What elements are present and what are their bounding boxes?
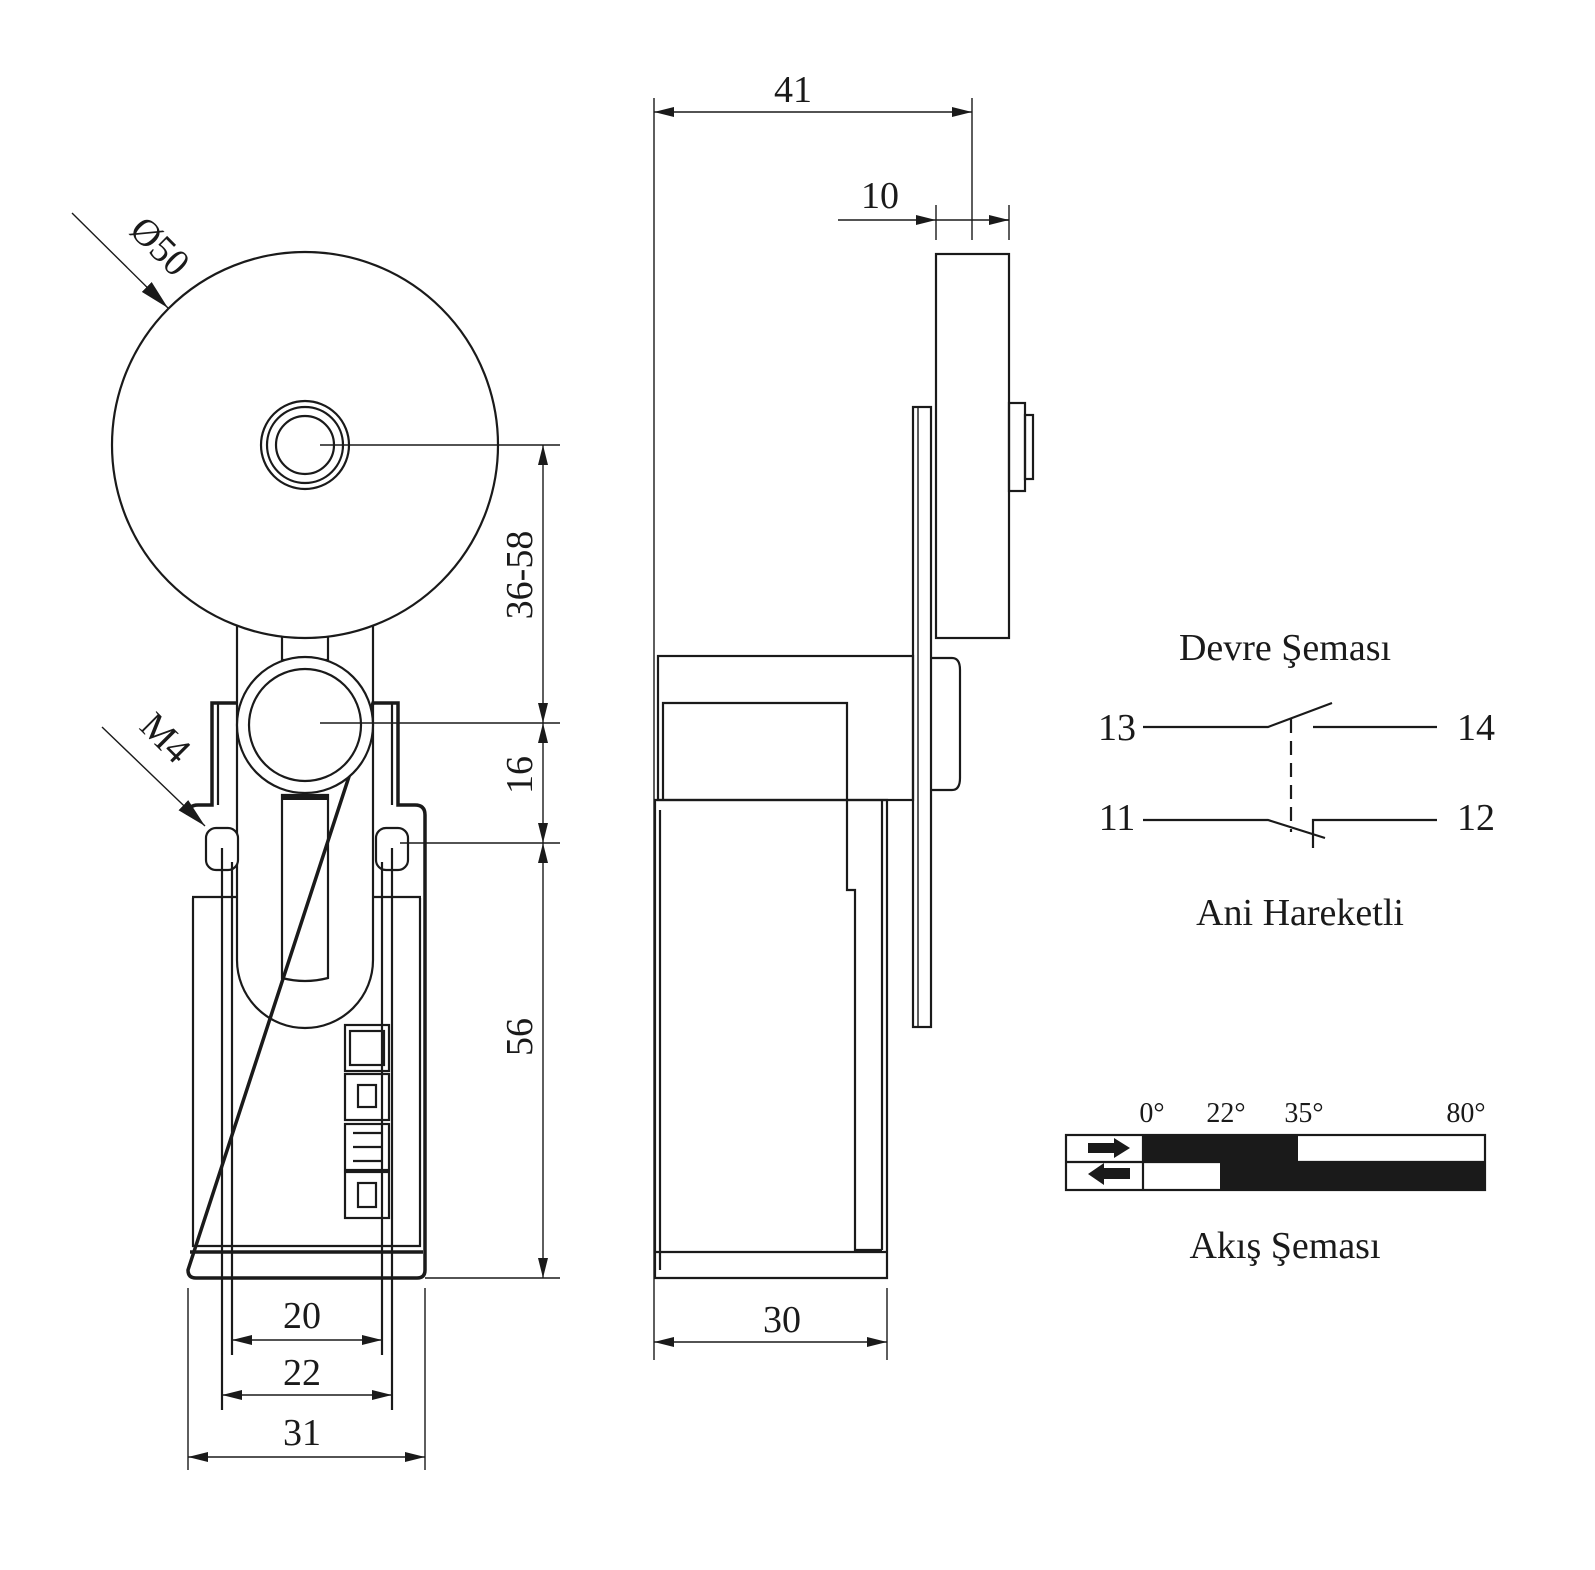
wheel-side [934, 252, 1011, 640]
body-width-label: 31 [283, 1412, 321, 1454]
circuit-title: Devre Şeması [1179, 627, 1391, 669]
terminal-11: 11 [1099, 797, 1136, 839]
arrow-right-icon [1088, 1138, 1130, 1158]
angle-label-35: 35° [1284, 1098, 1323, 1129]
flow-diagram: 0° 22° 35° 80° Akış Şeması [1064, 1098, 1487, 1267]
total-depth-label: 41 [774, 69, 812, 111]
nc-contact-line [1143, 818, 1326, 840]
body-inner [191, 898, 422, 1248]
terminal-13: 13 [1098, 707, 1136, 749]
wheel-thickness-label: 10 [861, 175, 899, 217]
circuit-subtitle: Ani Hareketli [1196, 892, 1404, 934]
lever-length-label: 36-58 [499, 531, 541, 620]
nc-contact-line [1311, 818, 1437, 848]
slot-top-edge [282, 795, 328, 800]
actuator-roller-outer [235, 655, 375, 795]
flow-title: Akış Şeması [1189, 1225, 1380, 1267]
forward-closed-bar [1143, 1135, 1298, 1162]
body-depth-label: 30 [763, 1299, 801, 1341]
m4-leader [101, 726, 206, 827]
side-dimensions: 41 10 30 [653, 69, 1010, 1360]
mount-thread-label: M4 [132, 705, 199, 772]
head-inner [661, 701, 849, 800]
lever-arm [235, 620, 375, 1030]
terminal-12: 12 [1457, 797, 1495, 839]
side-view [653, 252, 1035, 1280]
shaft-side [931, 656, 962, 792]
hole-spacing-outer-label: 22 [283, 1352, 321, 1394]
actuator-roller-inner [247, 667, 363, 783]
body-side [653, 798, 889, 1280]
wheel-hub-side [1007, 401, 1027, 493]
wheel-axle-side [1023, 413, 1035, 481]
return-closed-bar [1220, 1162, 1485, 1190]
lever-slot [280, 793, 330, 983]
body-height-label: 56 [499, 1018, 541, 1056]
emas-logo [343, 1023, 391, 1220]
hole-spacing-inner-label: 20 [283, 1295, 321, 1337]
body-side-detail [845, 800, 884, 1252]
angle-label-0: 0° [1139, 1098, 1164, 1129]
front-view [110, 250, 500, 1410]
circuit-diagram: Devre Şeması 13 14 11 12 Ani Hareketli [1098, 627, 1495, 934]
lever-plate-side [911, 405, 933, 1029]
diameter-leader [71, 212, 169, 309]
angle-label-80: 80° [1446, 1098, 1485, 1129]
angle-label-22: 22° [1206, 1098, 1245, 1129]
no-contact-line [1143, 701, 1333, 729]
arrow-left-icon [1088, 1163, 1130, 1185]
roller-offset-label: 16 [499, 756, 541, 794]
head-side [656, 654, 915, 802]
terminal-14: 14 [1457, 707, 1495, 749]
